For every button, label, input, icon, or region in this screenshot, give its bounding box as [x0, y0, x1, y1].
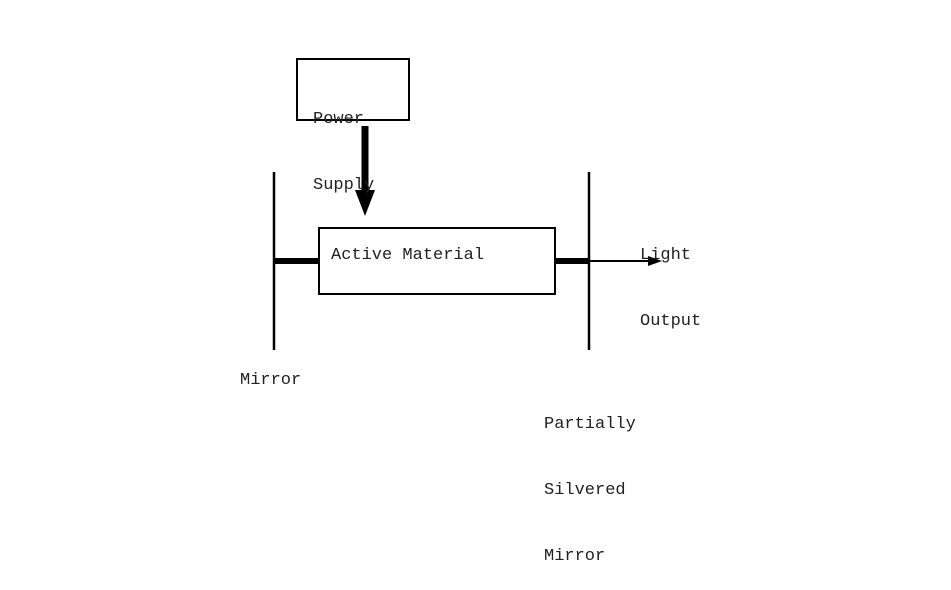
power-arrow-head — [355, 190, 375, 216]
light-output-line-1: Light — [640, 246, 692, 265]
power-supply-line-1: Power — [313, 110, 365, 129]
partial-mirror-label: Partially Silvered Mirror — [544, 370, 636, 590]
laser-diagram — [272, 126, 662, 350]
power-supply-line-2: Supply — [313, 176, 375, 195]
light-output-label: Light Output — [640, 201, 701, 355]
partial-mirror-line-3: Mirror — [544, 547, 606, 566]
mirror-label: Mirror — [240, 371, 302, 390]
partial-mirror-line-1: Partially — [544, 415, 636, 434]
partial-mirror-line-2: Silvered — [544, 481, 626, 500]
active-material-label: Active Material — [331, 246, 485, 265]
light-output-arrow-head — [648, 256, 662, 266]
power-supply-label: Power Supply — [313, 65, 374, 219]
light-output-line-2: Output — [640, 312, 702, 331]
active-material-box — [318, 227, 556, 295]
power-supply-box — [296, 58, 410, 121]
